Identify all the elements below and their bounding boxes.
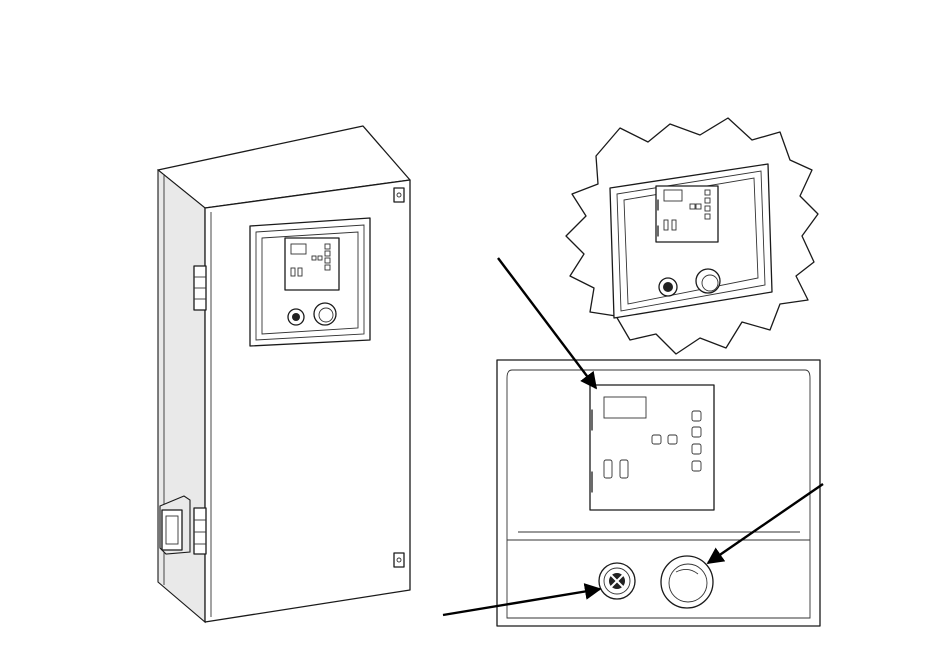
- enclosure: [158, 126, 410, 622]
- e-stop-button: [661, 556, 713, 608]
- cable-gland-box: [160, 496, 190, 554]
- zoom-e-stop: [696, 269, 720, 293]
- front-panel-detail: [497, 360, 820, 626]
- upper-hinge: [194, 266, 206, 310]
- display-controller-module: [590, 385, 714, 510]
- enclosure-control-window: [250, 218, 370, 346]
- front-screw-bottom: [394, 553, 404, 567]
- control-panel-zoom: [566, 118, 818, 354]
- front-screw-top: [394, 188, 404, 202]
- key-switch: [599, 563, 635, 599]
- lower-hinge: [194, 508, 206, 554]
- enclosure-controller-module: [285, 238, 339, 290]
